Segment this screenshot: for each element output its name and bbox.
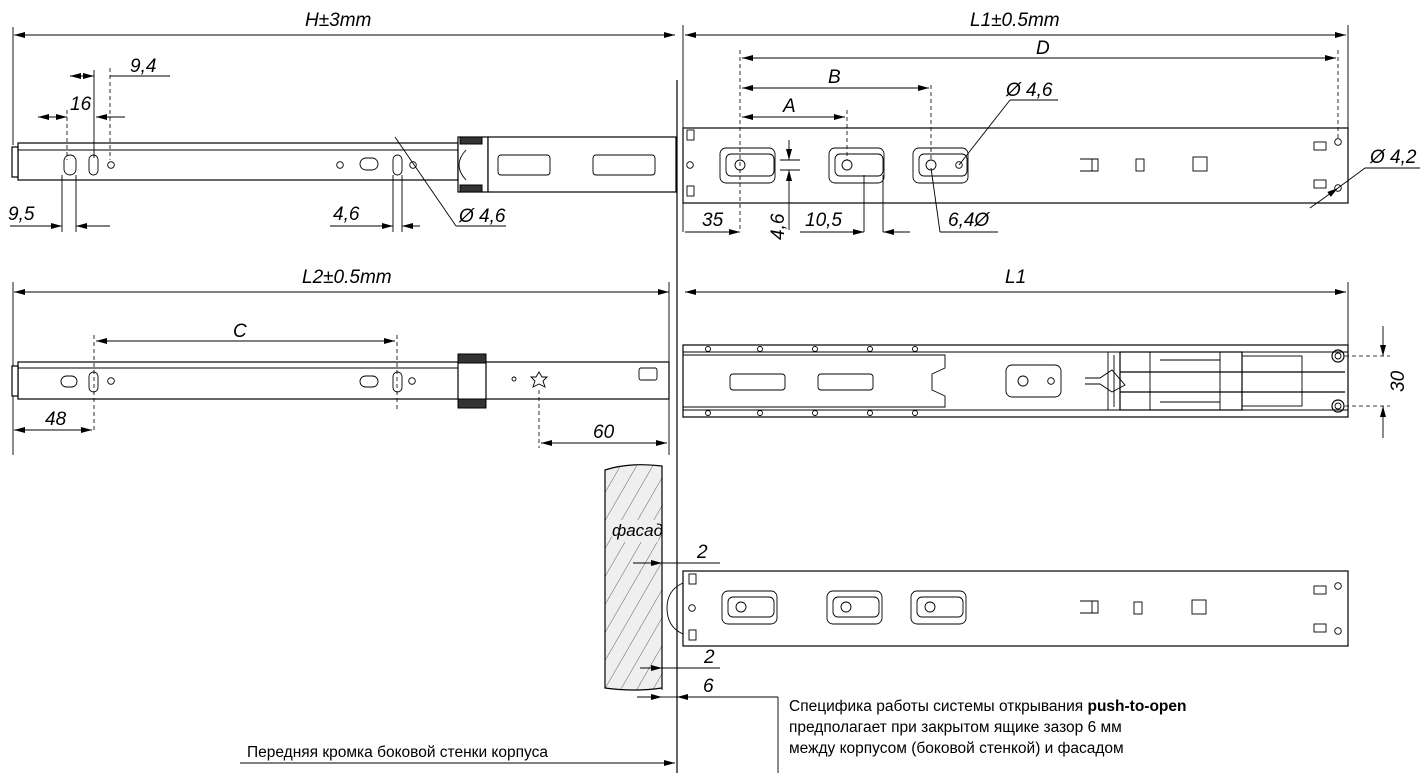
installation-view: фасад 2 2 6	[604, 464, 1349, 773]
front-edge-label: Передняя кромка боковой стенки корпуса	[247, 744, 548, 761]
note-line-1: Специфика работы системы открывания push…	[789, 698, 1187, 715]
facade-label: фасад	[612, 521, 663, 540]
runner-middle-left: L2±0.5mm C 48 60	[11, 267, 670, 455]
note-line-2: предполагает при закрытом ящике зазор 6 …	[789, 719, 1122, 736]
front-edge-callout: Передняя кромка боковой стенки корпуса	[240, 744, 675, 766]
dim-4-6-v: 4,6	[768, 213, 789, 240]
dim-c: C	[233, 321, 247, 342]
dim-48: 48	[45, 409, 67, 430]
runner-middle-right: L1 30	[682, 267, 1409, 438]
dim-4-6-h: 4,6	[333, 204, 360, 225]
dim-9-4: 9,4	[130, 56, 156, 77]
dim-gap-top: 2	[696, 542, 708, 563]
dim-gap-6: 6	[703, 676, 714, 697]
dim-10-5: 10,5	[805, 210, 842, 231]
dim-dia-6-4: 6,4Ø	[948, 210, 990, 231]
dim-9-5: 9,5	[8, 204, 35, 225]
runner-top-right: L1±0.5mm D B A Ø 4	[682, 10, 1420, 240]
dim-60: 60	[593, 422, 615, 443]
dim-30: 30	[1388, 370, 1409, 392]
dim-dia-4-6-right: Ø 4,6	[1005, 80, 1053, 101]
dim-d: D	[1036, 38, 1050, 59]
push-to-open-note: Специфика работы системы открывания push…	[789, 698, 1187, 757]
dim-h-total: H±3mm	[305, 10, 371, 31]
dim-l2-total: L2±0.5mm	[302, 267, 392, 288]
dim-l1-total: L1±0.5mm	[970, 10, 1060, 31]
dim-16: 16	[70, 94, 92, 115]
dim-gap-bottom: 2	[703, 647, 715, 668]
dim-dia-4-6-left: Ø 4,6	[458, 206, 506, 227]
dim-l1: L1	[1005, 267, 1026, 288]
note-line-3: между корпусом (боковой стенкой) и фасад…	[789, 740, 1124, 757]
dim-35: 35	[702, 210, 724, 231]
dim-b: B	[828, 67, 841, 88]
dim-a: A	[782, 96, 796, 117]
dim-dia-4-2: Ø 4,2	[1369, 147, 1417, 168]
runner-top-left: H±3mm 9,4 16 9,5	[8, 10, 677, 232]
